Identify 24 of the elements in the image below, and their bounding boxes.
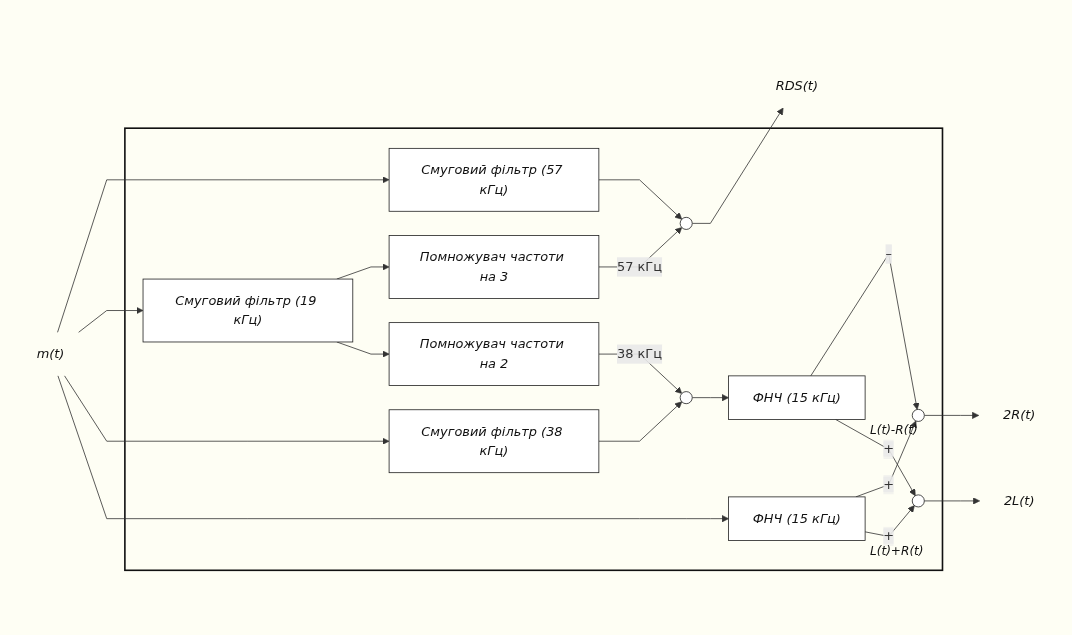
node-text: 2R(t) [1003, 407, 1036, 423]
node-text: m(t) [36, 346, 65, 362]
edge-label: 38 кГц [617, 346, 662, 362]
node-box: Смуговий фільтр (57 кГц) [388, 148, 600, 212]
edge-label: 57 кГц [617, 259, 662, 275]
node-circle [679, 217, 693, 230]
node-circle [679, 391, 693, 405]
node-box: Помножувач частоти на 3 [388, 235, 600, 299]
node-box: ФНЧ (15 кГц) [728, 496, 866, 541]
node-box: ФНЧ (15 кГц) [728, 375, 866, 420]
node-box: Помножувач частоти на 2 [388, 322, 600, 387]
edge-label: + [883, 476, 895, 493]
node-text: RDS(t) [775, 78, 818, 94]
edge-label: + [883, 441, 895, 457]
cluster [124, 127, 944, 572]
node-box: Смуговий фільтр (19 кГц) [142, 278, 354, 343]
node-circle [911, 409, 925, 422]
edge-label: – [885, 246, 892, 262]
node-box: Смуговий фільтр (38 кГц) [388, 409, 600, 474]
edge-label: + [883, 528, 895, 544]
node-text: 2L(t) [1003, 492, 1035, 509]
node-circle [911, 494, 925, 508]
signal-label: L(t)-R(t) [869, 423, 918, 438]
signal-label: L(t)+R(t) [869, 544, 924, 559]
